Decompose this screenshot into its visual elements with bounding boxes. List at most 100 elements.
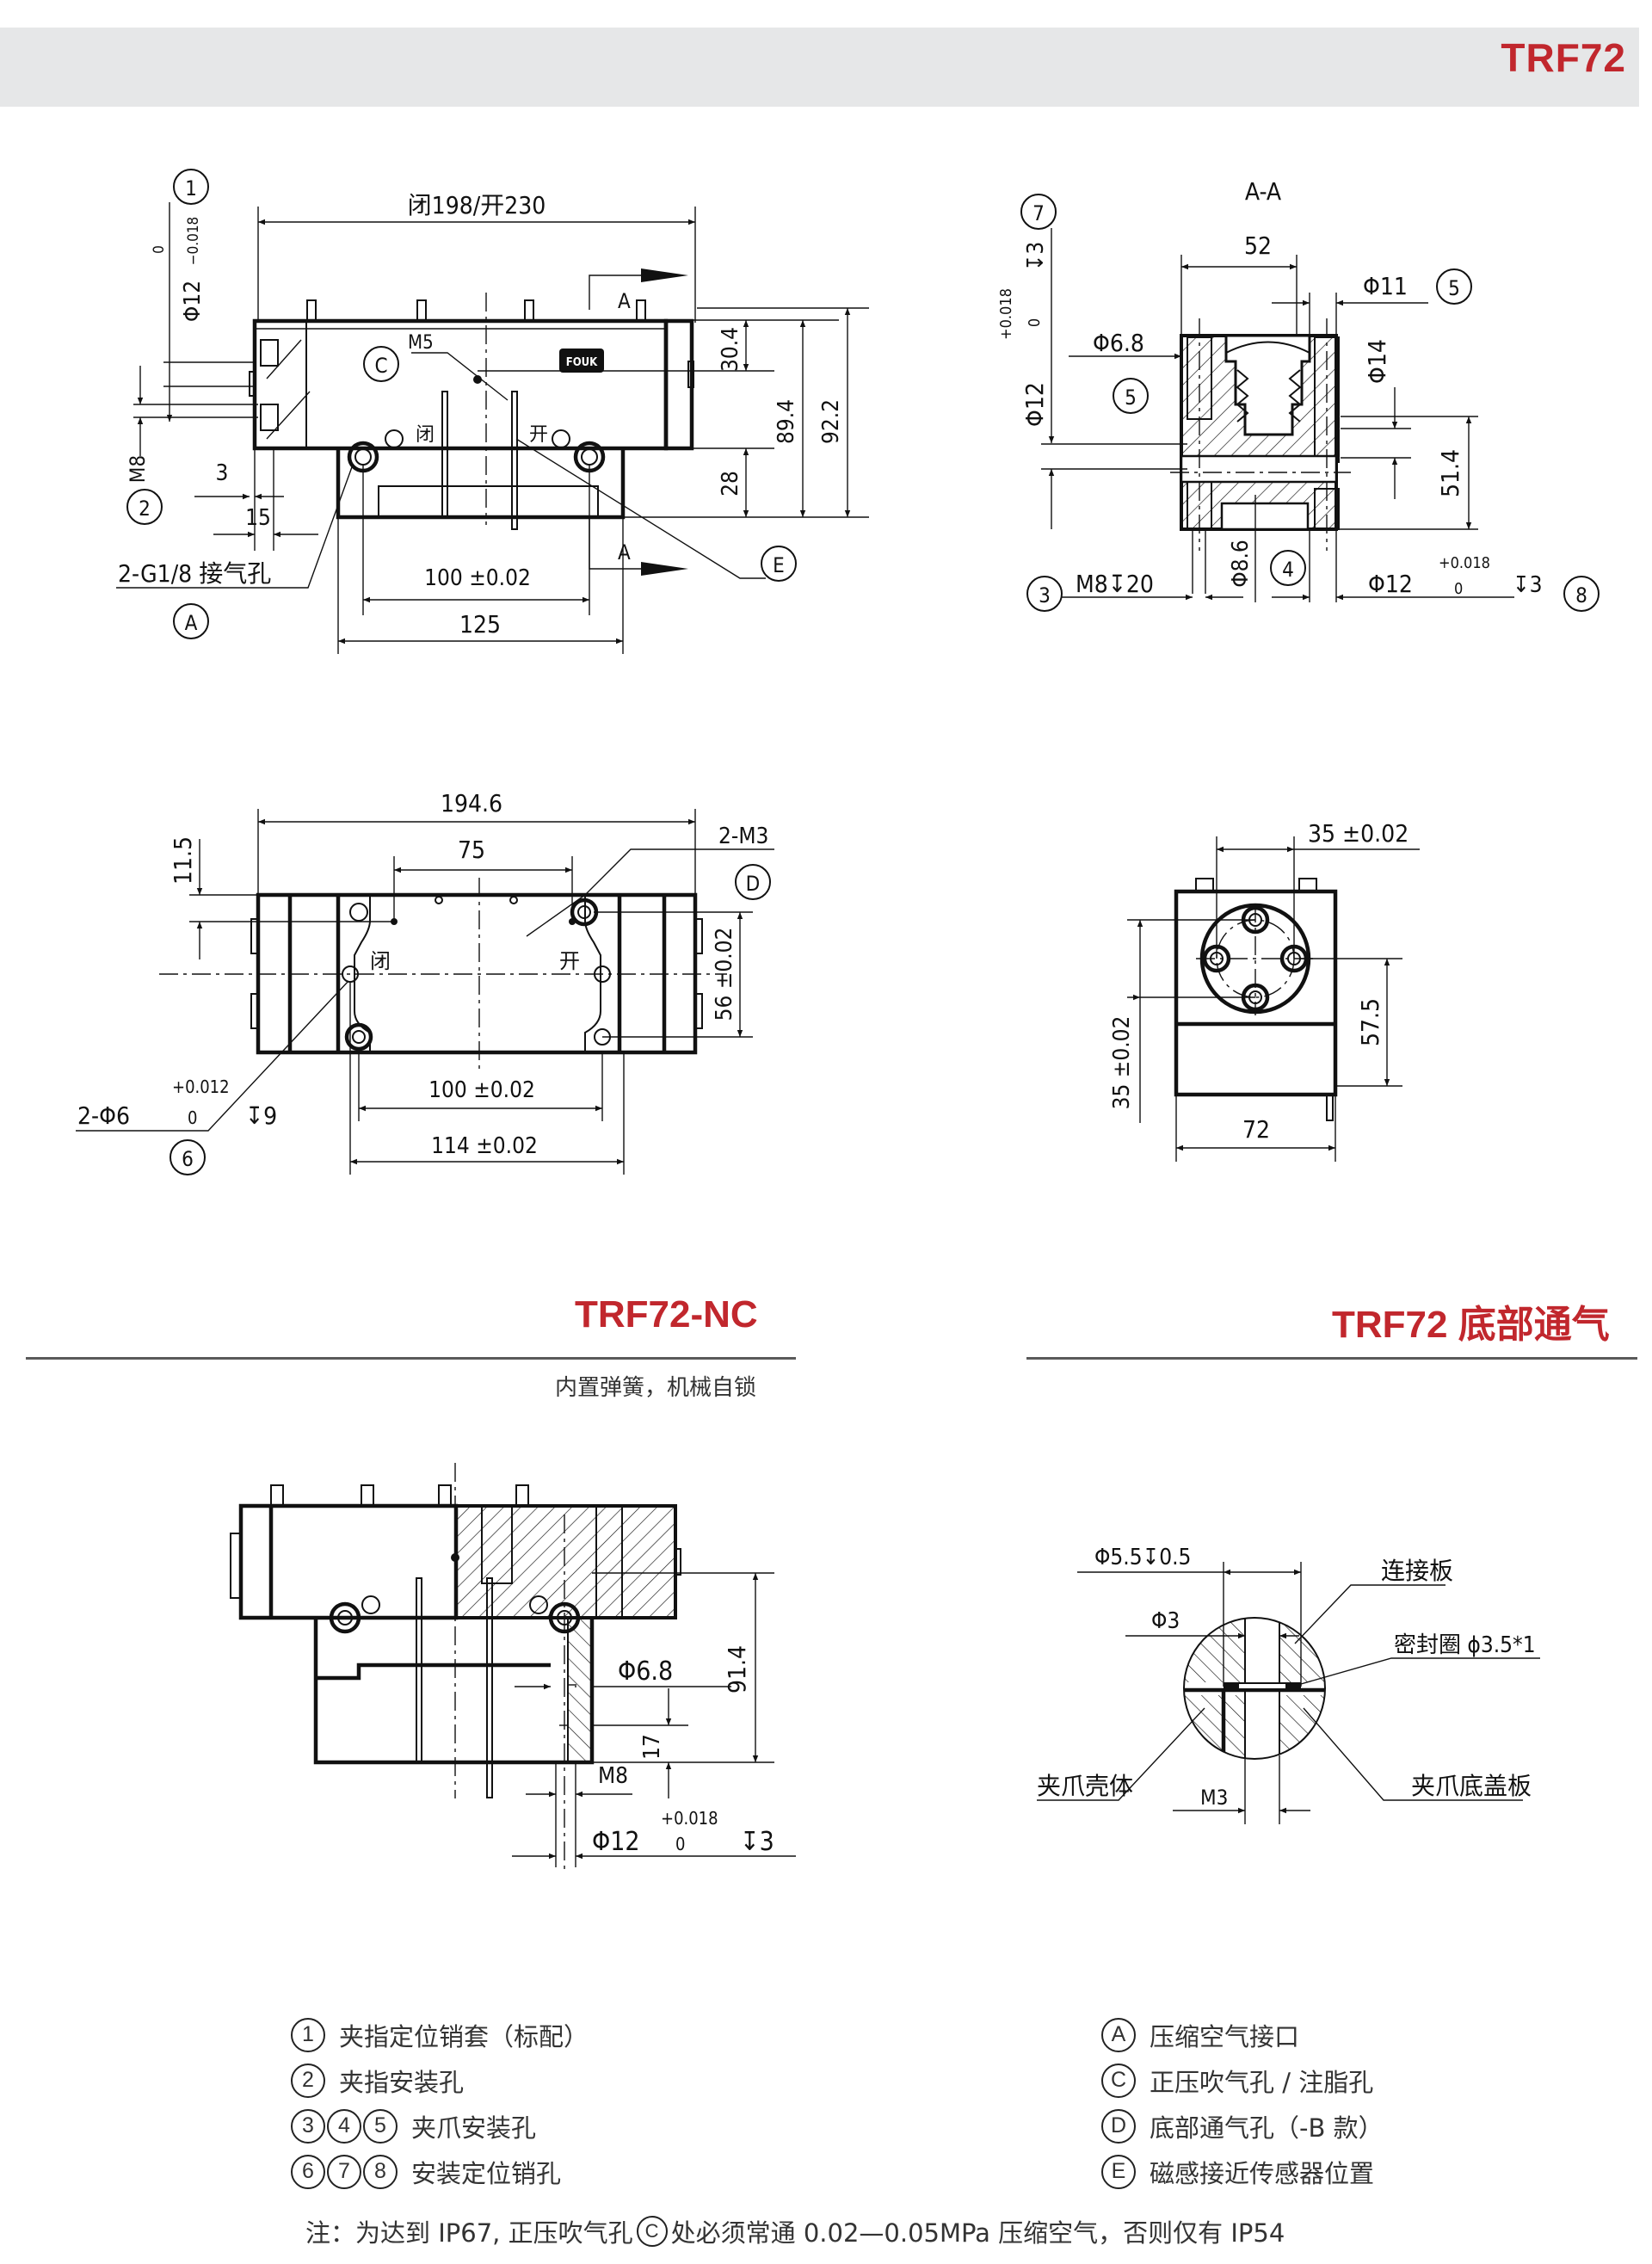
svg-text:6: 6 [182,1147,194,1171]
front-view-body: FOUK 闭 开 [249,293,694,530]
pin-hole [385,429,404,448]
callout-d: D [735,864,771,900]
depth: ↧3 [740,1827,774,1857]
dia-8-6: Φ8.6 [1228,540,1254,588]
pin-tol-upper: +0.012 [172,1076,230,1097]
section-view-a-a: A-A 52 Φ11 Φ6.8 Φ1 [997,177,1600,612]
callout-e: E [761,546,797,582]
dim-194-6: 194.6 [441,789,502,817]
section-title-bottom-air: TRF72 底部通气 [1332,1304,1610,1346]
dim-75: 75 [458,836,485,864]
svg-text:5: 5 [1125,386,1137,410]
callout-badge: 6 [291,2154,325,2189]
callout-badge: A [1101,2017,1136,2052]
seal-ring-label: 密封圈 ϕ3.5*1 [1394,1632,1536,1658]
jaw-housing-label: 夹爪壳体 [1037,1772,1133,1800]
callout-6: 6 [170,1139,206,1175]
callout-2: 2 [126,489,163,525]
dia-11: Φ11 [1363,272,1408,300]
svg-text:E: E [773,553,785,577]
legend-item: C 正压吹气孔 / 注脂孔 [1101,2057,1384,2103]
pin-dia-8: Φ12 [1368,570,1413,598]
tol-lower: 0 [675,1834,685,1854]
callout-5-left: 5 [1113,378,1149,414]
legend-right: A 压缩空气接口 C 正压吹气孔 / 注脂孔 D 底部通气孔（-B 款） E 磁… [1101,2012,1384,2194]
callout-badge: 2 [291,2063,325,2098]
dia-6-8: Φ6.8 [1093,329,1144,357]
legend-text: 磁感接近传感器位置 [1150,2158,1375,2188]
dim-114: 114 ±0.02 [431,1133,538,1159]
callout-badge: 1 [291,2017,325,2052]
front-view: FOUK 闭 开 闭198/开230 A A 30.4 28 89.4 92.2 [116,169,869,654]
section-title-a-a: A-A [1245,177,1282,206]
dim-57-5: 57.5 [1356,998,1384,1046]
legend-text: 安装定位销孔 [411,2158,562,2188]
dim-51-4: 51.4 [1436,449,1464,497]
pin-hole [552,429,570,448]
legend-left: 1 夹指定位销套（标配） 2 夹指安装孔 3 4 5 夹爪安装孔 6 7 8 安… [291,2012,589,2194]
dim-28: 28 [718,471,743,497]
m5-port-dot [473,375,482,384]
legend-text: 夹指定位销套（标配） [339,2021,589,2051]
dim-125: 125 [459,610,501,638]
legend-item: A 压缩空气接口 [1101,2012,1384,2057]
legend-text: 底部通气孔（-B 款） [1150,2113,1384,2143]
m3-label: 2-M3 [718,824,768,849]
footnote: 注：为达到 IP67, 正压吹气孔 C 处必须常通 0.02—0.05MPa 压… [305,2213,1285,2249]
note-suffix: 处必须常通 0.02—0.05MPa 压缩空气，否则仅有 IP54 [670,2218,1285,2248]
callout-badge: D [1101,2108,1136,2144]
closed-label: 闭 [370,949,391,973]
tol-8-upper: +0.018 [1439,554,1490,572]
callout-3: 3 [1026,576,1063,612]
dia-3: Φ3 [1151,1608,1180,1634]
dim-17: 17 [639,1734,665,1760]
pin-depth: ↧9 [245,1101,277,1130]
callout-badge: 5 [363,2108,398,2144]
connect-plate-label: 连接板 [1381,1557,1453,1585]
callout-c: C [363,346,399,382]
section-marker-a-bottom: A [618,540,631,564]
air-port-label: 2-G1/8 接气孔 [118,559,271,588]
legend-text: 压缩空气接口 [1150,2021,1300,2051]
section-marker-a-top: A [618,289,631,313]
m5-label: M5 [408,332,434,354]
dim-72: 72 [1242,1115,1270,1144]
header-band [0,28,1639,107]
legend-item: 1 夹指定位销套（标配） [291,2012,589,2057]
end-view: 35 ±0.02 35 ±0.02 57.5 72 [1109,819,1420,1162]
open-label: 开 [559,949,580,973]
pin-tol-lower: −0.018 [185,217,202,266]
mount-hole [344,1022,373,1052]
tol-upper: +0.018 [661,1808,718,1829]
tol-7-upper: +0.018 [997,288,1015,340]
pin-tol-lower: 0 [188,1107,197,1128]
jaw-bottom-cover-label: 夹爪底盖板 [1411,1772,1532,1800]
svg-text:D: D [746,872,761,896]
legend-item: 6 7 8 安装定位销孔 [291,2149,589,2194]
legend-text: 正压吹气孔 / 注脂孔 [1150,2067,1374,2097]
legend-text: 夹爪安装孔 [411,2113,537,2143]
bottom-view: 闭 开 194.6 75 11.5 2-M3 D 56 ±0.02 100 ±0… [76,789,774,1175]
pin-holes-label: 2-Φ6 [77,1101,130,1130]
counterbore-label: Φ5.5↧0.5 [1094,1545,1191,1570]
dim-91-4: 91.4 [723,1645,751,1693]
nc-section-view: Φ6.8 17 91.4 M8 Φ12 +0.018 0 ↧3 [230,1463,796,1872]
depth-7: ↧3 [1023,242,1049,271]
fouk-logo: FOUK [559,349,604,373]
callout-5-right: 5 [1436,268,1472,305]
legend-item: D 底部通气孔（-B 款） [1101,2103,1384,2149]
depth-8: ↧3 [1513,572,1542,598]
legend-text: 夹指安装孔 [339,2067,465,2097]
dim-35-vertical: 35 ±0.02 [1109,1016,1135,1110]
callout-8: 8 [1563,576,1600,612]
callout-badge: E [1101,2154,1136,2189]
thread-m8: M8 [126,455,150,483]
callout-4: 4 [1270,550,1306,586]
callout-badge: 3 [291,2108,325,2144]
svg-text:4: 4 [1282,558,1294,582]
closed-label: 闭 [416,424,435,446]
mount-hole [329,1601,361,1634]
pin-dia-label: Φ12 [180,281,206,322]
callout-badge: 4 [327,2108,361,2144]
